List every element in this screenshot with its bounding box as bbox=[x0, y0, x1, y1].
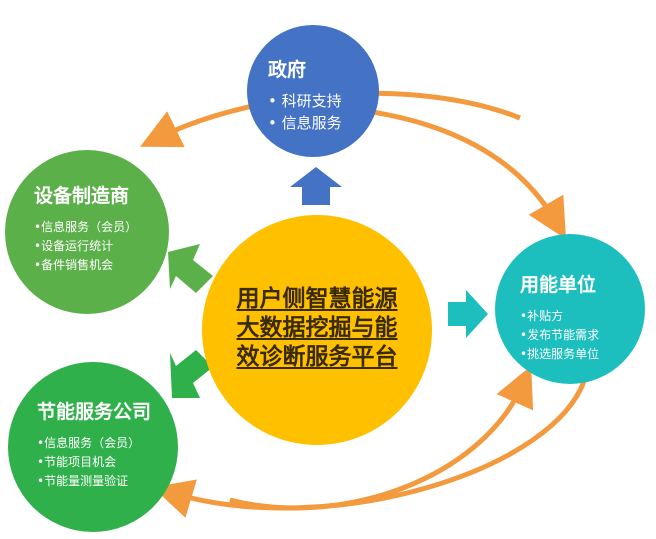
energy-user-item: •挑选服务单位 bbox=[520, 347, 600, 361]
arrow-to-government bbox=[290, 167, 342, 205]
energy-service-company-item: •节能项目机会 bbox=[37, 455, 117, 469]
equipment-maker-item: •信息服务（会员） bbox=[34, 220, 138, 234]
energy-user-item: •补贴方 bbox=[520, 309, 564, 323]
government-node: 政府 • 科研支持 • 信息服务 bbox=[268, 55, 342, 134]
energy-user-title: 用能单位 bbox=[520, 274, 597, 296]
government-item: • 信息服务 bbox=[268, 114, 342, 132]
cycle-arrow-to-esco bbox=[152, 374, 589, 518]
government-title: 政府 bbox=[268, 59, 307, 81]
energy-service-company-node: 节能服务公司 •信息服务（会员） •节能项目机会 •节能量测量验证 bbox=[37, 397, 151, 491]
platform-label: 用户侧智慧能源 大数据挖掘与能 效诊断服务平台 bbox=[230, 285, 404, 372]
energy-user-circle bbox=[495, 234, 645, 384]
equipment-maker-item: •设备运行统计 bbox=[34, 239, 114, 253]
arrow-to-equipment-maker bbox=[168, 244, 213, 293]
equipment-maker-item: •备件销售机会 bbox=[34, 258, 114, 272]
platform-label-line: 大数据挖掘与能 bbox=[236, 315, 398, 341]
energy-service-company-circle bbox=[8, 362, 178, 532]
energy-service-company-item: •信息服务（会员） bbox=[37, 436, 141, 450]
platform-label-line: 效诊断服务平台 bbox=[236, 344, 398, 370]
energy-user-node: 用能单位 •补贴方 •发布节能需求 •挑选服务单位 bbox=[520, 270, 599, 364]
energy-service-company-item: •节能量测量验证 bbox=[37, 474, 129, 488]
arrow-to-energy-user bbox=[448, 290, 488, 338]
cycle-arrow-to-user bbox=[339, 105, 567, 240]
government-circle bbox=[247, 25, 379, 157]
equipment-maker-title: 设备制造商 bbox=[34, 185, 130, 207]
government-item: • 科研支持 bbox=[268, 92, 342, 110]
equipment-maker-node: 设备制造商 •信息服务（会员） •设备运行统计 •备件销售机会 bbox=[34, 181, 137, 275]
platform-label-line: 用户侧智慧能源 bbox=[236, 286, 398, 312]
arrow-to-energy-service-company bbox=[170, 350, 213, 398]
cycle-arrow-to-user-lower bbox=[229, 365, 534, 511]
platform-circle bbox=[202, 215, 432, 445]
energy-service-company-title: 节能服务公司 bbox=[37, 401, 152, 423]
equipment-maker-circle bbox=[5, 150, 169, 314]
energy-user-item: •发布节能需求 bbox=[520, 328, 600, 342]
